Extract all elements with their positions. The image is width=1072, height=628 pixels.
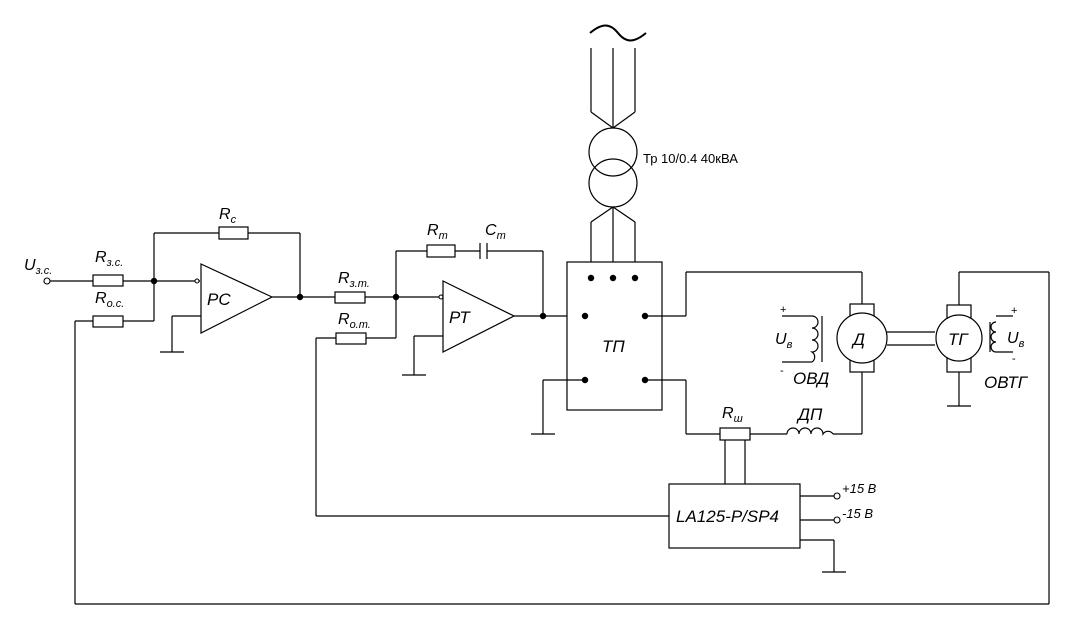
- tacho-generator: [74, 271, 1050, 605]
- label-r-c: Rс: [219, 206, 237, 226]
- shunt-resistor: [719, 427, 787, 484]
- label-rc-amp: РС: [207, 290, 231, 309]
- label-motor: Д: [851, 330, 865, 349]
- resistor-r-c: [153, 226, 301, 297]
- label-minus-ovtg: -: [1012, 353, 1016, 365]
- label-uv-tacho: Uв: [1007, 330, 1025, 350]
- current-sensor: [315, 338, 846, 573]
- resistor-r-ot: [316, 297, 397, 345]
- label-dp: ДП: [796, 405, 823, 424]
- label-minus15: -15 В: [842, 506, 873, 521]
- resistor-r-zs: [92, 274, 154, 287]
- label-rt-amp: РТ: [449, 308, 471, 327]
- field-coil-ovd: [782, 315, 823, 363]
- label-tacho: ТГ: [948, 330, 969, 349]
- label-plus-ovtg: +: [1011, 305, 1017, 317]
- label-r-ot: Rо.т.: [338, 311, 371, 331]
- field-coil-ovtg: [989, 315, 1013, 353]
- label-r-t: Rт: [427, 222, 448, 242]
- label-u-zs: Uз.с.: [24, 257, 52, 277]
- label-ovtg: ОВТГ: [984, 373, 1029, 392]
- ac-supply-lines: [590, 48, 636, 129]
- junction-node: [539, 312, 547, 320]
- amplifier-rc: [154, 263, 335, 353]
- resistor-r-zt: [334, 291, 443, 304]
- label-minus-ovd: -: [780, 365, 784, 377]
- label-c-t: Cт: [485, 222, 506, 242]
- resistor-r-os: [75, 281, 155, 328]
- thyristor-converter: [566, 261, 663, 411]
- label-r-os: Rо.с.: [95, 290, 124, 310]
- tp-ground: [531, 379, 585, 435]
- transformer: [588, 127, 638, 278]
- label-tp: ТП: [602, 337, 625, 356]
- label-plus15: +15 В: [842, 481, 877, 496]
- label-r-sh: Rш: [722, 405, 743, 425]
- label-uv-field: Uв: [775, 331, 793, 351]
- rt-ct-feedback: [395, 243, 544, 316]
- input-terminal: [43, 277, 93, 285]
- amplifier-rt: [402, 280, 585, 376]
- junction-node: [296, 293, 304, 301]
- armature-wiring: [645, 271, 863, 435]
- inductor-dp: [786, 427, 862, 436]
- label-r-zt: Rз.т.: [338, 270, 370, 290]
- motor: [836, 303, 935, 373]
- ac-symbol: [589, 24, 647, 42]
- label-r-zs: Rз.с.: [95, 249, 123, 269]
- label-transformer: Тр 10/0.4 40кВА: [643, 151, 738, 166]
- label-ovd: ОВД: [793, 369, 829, 388]
- label-plus-ovd: +: [780, 304, 786, 316]
- label-sensor: LA125-P/SP4: [676, 507, 779, 526]
